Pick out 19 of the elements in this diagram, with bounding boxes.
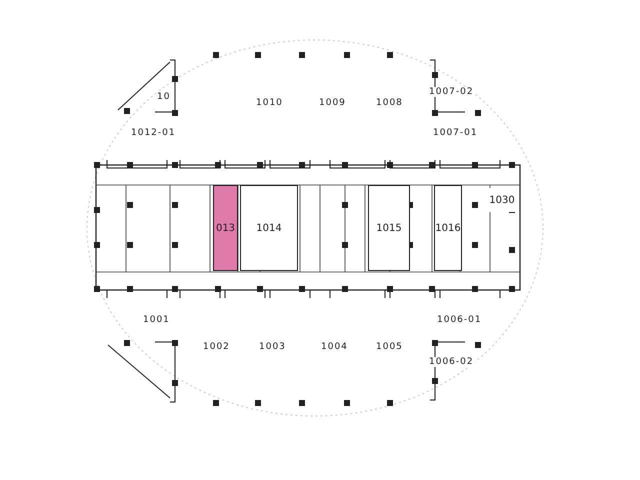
room-box: 1030 [488,188,516,212]
room-box: 013 [213,185,238,271]
room-number: 1010 [255,98,284,108]
room-number: 1007-02 [428,87,475,97]
room-number: 1005 [375,342,404,352]
room-number: 10 [156,92,172,102]
room-number: 1007-01 [432,128,479,138]
room-number: 1009 [318,98,347,108]
room-number: 1012-01 [130,128,177,138]
room-number: 1006-02 [428,357,475,367]
room-box: 1014 [240,185,298,271]
room-number: 1006-01 [436,315,483,325]
room-box: 1016 [434,185,462,271]
room-number: 1003 [258,342,287,352]
room-number: 1002 [202,342,231,352]
room-number: 1008 [375,98,404,108]
room-number: 1001 [142,315,171,325]
room-box: 1015 [368,185,410,271]
room-number: 1004 [320,342,349,352]
